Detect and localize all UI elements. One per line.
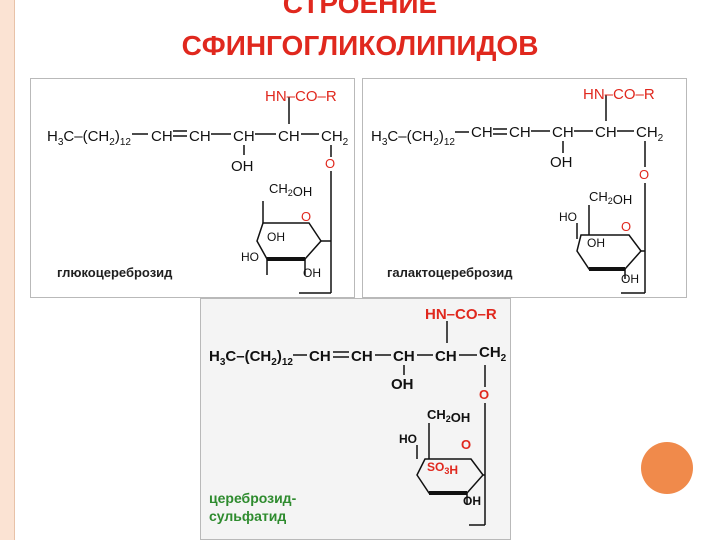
svg-text:CH2: CH2 <box>321 128 349 148</box>
glycosidic-oxygen-label: O <box>325 156 335 171</box>
ch2oh-label: CH2OH <box>427 407 470 425</box>
sulfatide-panel: H3C–(CH2)12 CH CH CH CH CH2 OH HN–CO–R O <box>200 298 511 540</box>
c3-hydroxyl-label: OH <box>391 376 414 393</box>
svg-text:CH: CH <box>278 128 300 145</box>
sulfatide-caption-line2: сульфатид <box>209 508 287 524</box>
glycosidic-oxygen-label: O <box>479 387 489 402</box>
svg-text:CH: CH <box>435 348 457 365</box>
glucocerebroside-panel: H3C–(CH2)12 CH CH CH CH CH2 OH HN–CO–R O <box>30 78 355 298</box>
ring-oxygen-label: O <box>621 219 631 234</box>
chain-bonds <box>132 97 332 294</box>
c3-hydroxyl-label: OH <box>231 158 254 175</box>
svg-text:CH: CH <box>309 348 331 365</box>
ring-ho-label: HO <box>241 250 259 264</box>
slide-left-border <box>0 0 14 540</box>
svg-text:H3C–(CH2)12: H3C–(CH2)12 <box>209 348 293 368</box>
chain-bonds <box>455 95 646 294</box>
galactocerebroside-panel: H3C–(CH2)12 CH CH CH CH CH2 OH HN–CO–R O <box>362 78 687 298</box>
sphingosine-chain: H3C–(CH2)12 CH CH CH CH CH2 <box>47 128 349 148</box>
galactose-ring: CH2OH HO O OH OH <box>559 189 645 286</box>
ring-hydroxyl-label: OH <box>267 230 285 244</box>
svg-text:CH2: CH2 <box>479 344 507 364</box>
svg-text:CH: CH <box>595 124 617 141</box>
ring-ho-label: HO <box>399 432 417 446</box>
svg-text:CH2: CH2 <box>636 124 664 144</box>
glucose-ring: CH2OH O OH HO OH <box>241 181 331 280</box>
slide-left-border-line <box>14 0 15 540</box>
ring-ho-label: HO <box>559 210 577 224</box>
galactocerebroside-structure: H3C–(CH2)12 CH CH CH CH CH2 OH HN–CO–R O <box>371 86 664 294</box>
ring-oh-bottom-label: OH <box>621 272 639 286</box>
ring-hydroxyl-label: OH <box>587 236 605 250</box>
svg-text:CH: CH <box>351 348 373 365</box>
sphingosine-chain: H3C–(CH2)12 CH CH CH CH CH2 <box>209 344 507 368</box>
svg-text:CH: CH <box>471 124 493 141</box>
amide-group-label: HN–CO–R <box>265 88 337 105</box>
sulfatide-caption-line1: цереброзид- <box>209 490 297 506</box>
ch2oh-label: CH2OH <box>589 189 632 207</box>
sulfatide-structure: H3C–(CH2)12 CH CH CH CH CH2 OH HN–CO–R O <box>209 306 507 526</box>
svg-text:H3C–(CH2)12: H3C–(CH2)12 <box>371 128 455 148</box>
galactocerebroside-caption: галактоцереброзид <box>387 265 513 280</box>
chain-bonds <box>293 321 486 526</box>
sulfate-group-label: SO3H <box>427 460 458 477</box>
ring-oh-bottom-label: OH <box>463 494 481 508</box>
ch2oh-label: CH2OH <box>269 181 312 199</box>
svg-text:CH: CH <box>552 124 574 141</box>
svg-text:CH: CH <box>151 128 173 145</box>
ring-oh-bottom-label: OH <box>303 266 321 280</box>
slide-title-line1: СТРОЕНИЕ <box>282 0 438 19</box>
svg-text:CH: CH <box>393 348 415 365</box>
c3-hydroxyl-label: OH <box>550 154 573 171</box>
glucocerebroside-caption: глюкоцереброзид <box>57 265 173 280</box>
slide-title-line2: СФИНГОГЛИКОЛИПИДОВ <box>181 30 539 61</box>
ring-oxygen-label: O <box>461 437 471 452</box>
svg-text:CH: CH <box>509 124 531 141</box>
sphingosine-chain: H3C–(CH2)12 CH CH CH CH CH2 <box>371 124 664 148</box>
svg-text:H3C–(CH2)12: H3C–(CH2)12 <box>47 128 131 148</box>
decorative-circle <box>641 442 693 494</box>
svg-text:CH: CH <box>233 128 255 145</box>
svg-text:CH: CH <box>189 128 211 145</box>
glycosidic-oxygen-label: O <box>639 167 649 182</box>
amide-group-label: HN–CO–R <box>583 86 655 103</box>
galactose-3-sulfate-ring: CH2OH HO O SO3H OH <box>399 407 485 508</box>
ring-oxygen-label: O <box>301 209 311 224</box>
glucocerebroside-structure: H3C–(CH2)12 CH CH CH CH CH2 OH HN–CO–R O <box>47 88 349 294</box>
amide-group-label: HN–CO–R <box>425 306 497 323</box>
sulfatide-caption: цереброзид- сульфатид <box>209 489 296 525</box>
